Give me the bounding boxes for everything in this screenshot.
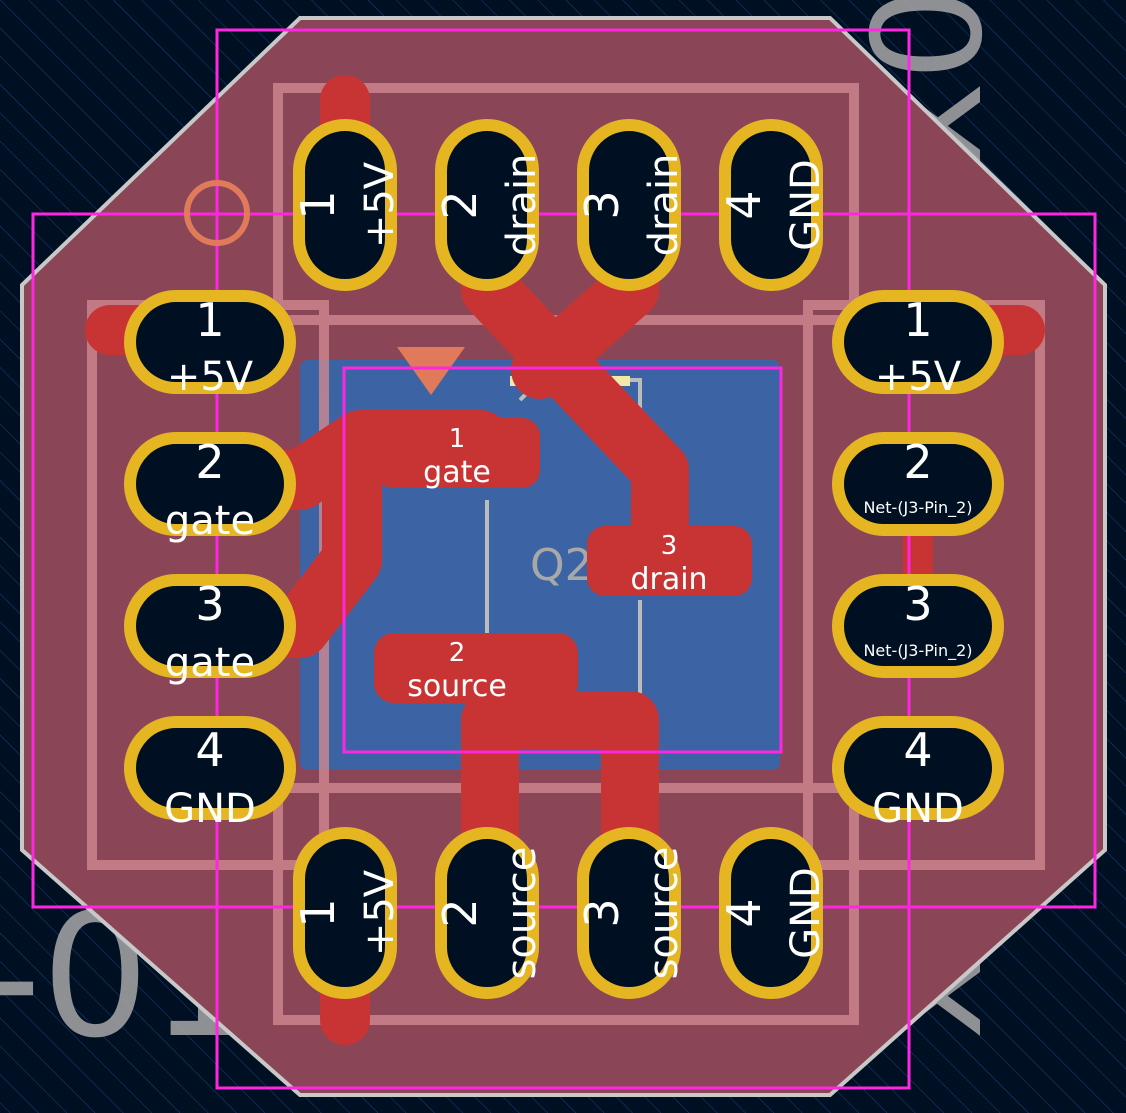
header-bottom-pin-1-num: 1 — [291, 898, 345, 927]
q2-pin3-net: drain — [630, 562, 707, 597]
header-top-pin-1 — [293, 119, 397, 291]
header-top-pin-3-net: drain — [641, 154, 687, 257]
header-bottom-pin-4-num: 4 — [717, 898, 771, 927]
header-left-pin-4-net: GND — [164, 786, 256, 832]
header-left-pin-1 — [124, 290, 296, 394]
header-right-pin-3-num: 3 — [903, 577, 932, 631]
component-ref: Q2 — [530, 540, 593, 591]
header-top-pin-1-net: +5V — [357, 161, 403, 248]
header-top-pin-4-net: GND — [783, 159, 829, 251]
q2-pads — [374, 418, 752, 703]
header-left-pin-2-net: gate — [165, 498, 255, 544]
q2-pin1-num: 1 — [449, 424, 466, 454]
header-right-pin-2-net: Net-(J3-Pin_2) — [863, 498, 972, 518]
header-right-pin-3 — [832, 574, 1004, 678]
header-left-pin-3-num: 3 — [195, 577, 224, 631]
pin1-marker-icon — [397, 347, 465, 395]
header-left — [124, 290, 296, 820]
header-top-pin-4 — [719, 119, 823, 291]
header-right-pin-1-num: 1 — [903, 293, 932, 347]
header-top-pin-1-num: 1 — [291, 190, 345, 219]
header-top-pin-2-net: drain — [499, 154, 545, 257]
header-right-pin-3-net: Net-(J3-Pin_2) — [863, 641, 972, 661]
header-right-pin-4-net: GND — [872, 786, 964, 832]
q2-pad-drain — [587, 526, 752, 596]
header-bottom-pin-3-net: source — [641, 847, 687, 980]
header-right-pin-4 — [832, 716, 1004, 820]
q2-pin2-net: source — [407, 669, 507, 704]
header-left-pin-1-num: 1 — [195, 293, 224, 347]
header-right — [832, 290, 1004, 820]
header-bottom-pin-3 — [577, 827, 681, 999]
header-right-pin-1-net: +5V — [875, 354, 962, 400]
header-bottom-pin-4 — [719, 827, 823, 999]
header-left-pin-2 — [124, 432, 296, 536]
header-right-pin-4-num: 4 — [903, 723, 932, 777]
header-bottom-pin-1-net: +5V — [357, 869, 403, 956]
fiducial-icon — [184, 180, 250, 246]
header-top-pin-2-num: 2 — [433, 190, 487, 219]
header-left-pin-4-num: 4 — [195, 723, 224, 777]
header-right-labels: 1 +5V 2 Net-(J3-Pin_2) 3 Net-(J3-Pin_2) … — [863, 293, 972, 832]
header-left-pin-3 — [124, 574, 296, 678]
q2-pad-source — [374, 633, 578, 703]
header-right-pin-2 — [832, 432, 1004, 536]
header-bottom-pin-2-net: source — [499, 847, 545, 980]
q2-pin1-net: gate — [423, 455, 491, 490]
courtyards — [31, 28, 1097, 1090]
header-bottom-pin-2 — [435, 827, 539, 999]
header-top-pin-3-num: 3 — [575, 190, 629, 219]
header-left-labels: 1 +5V 2 gate 3 gate 4 GND — [164, 293, 256, 832]
header-right-pin-2-num: 2 — [903, 435, 932, 489]
header-top-pin-4-num: 4 — [717, 190, 771, 219]
header-left-pin-1-net: +5V — [167, 354, 254, 400]
header-top-pin-3 — [577, 119, 681, 291]
header-right-pin-1 — [832, 290, 1004, 394]
header-left-pin-2-num: 2 — [195, 435, 224, 489]
header-bottom-pin-3-num: 3 — [575, 898, 629, 927]
header-bottom-pin-2-num: 2 — [433, 898, 487, 927]
header-left-pin-4 — [124, 716, 296, 820]
header-bottom-pin-4-net: GND — [783, 867, 829, 959]
q2-pad-labels: 1 gate 2 source 3 drain — [407, 424, 707, 704]
header-bottom — [293, 827, 823, 999]
q2-pad-gate — [375, 418, 540, 488]
q2-pin3-num: 3 — [661, 531, 678, 561]
header-left-pin-3-net: gate — [165, 640, 255, 686]
header-bottom-pin-1 — [293, 827, 397, 999]
header-top-labels: 1 +5V 2 drain 3 drain 4 GND — [291, 154, 829, 257]
header-top — [293, 119, 823, 291]
header-bottom-labels: 1 +5V 2 source 3 source 4 GND — [291, 847, 829, 980]
header-top-pin-2 — [435, 119, 539, 291]
q2-pin2-num: 2 — [449, 638, 466, 668]
